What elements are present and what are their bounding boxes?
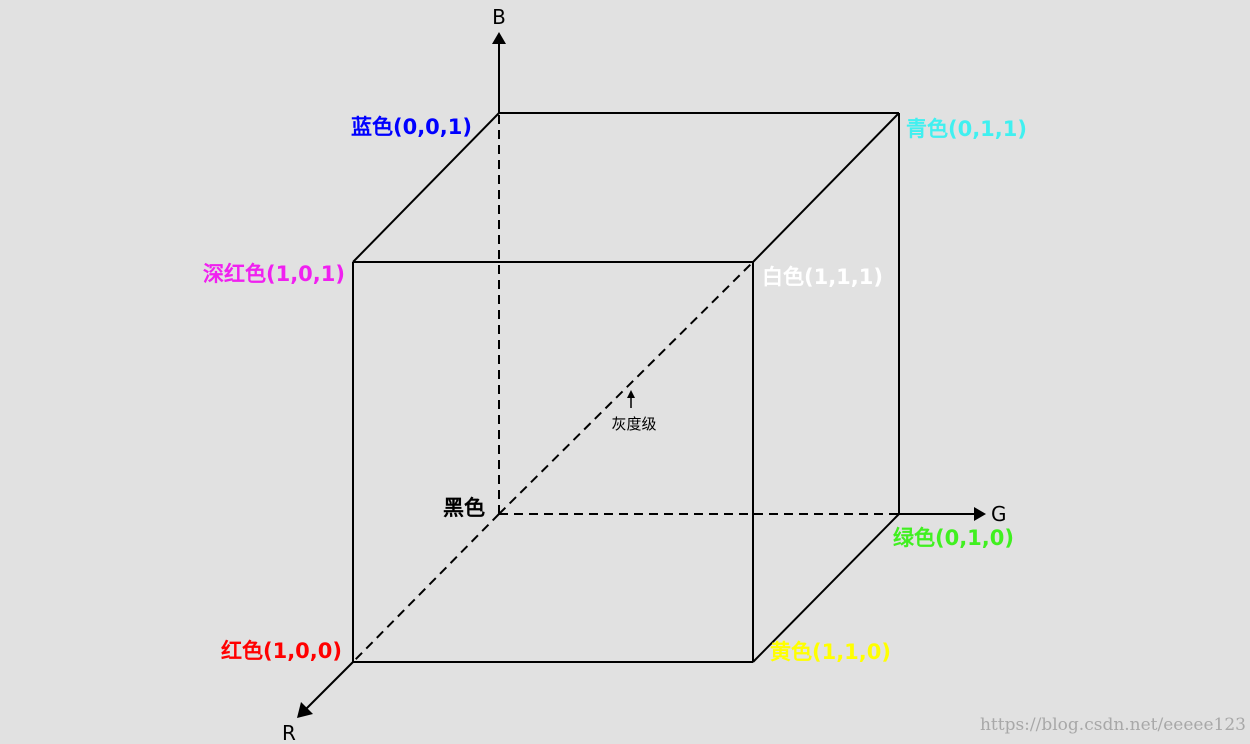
vertex-label-green: 绿色(0,1,0) — [893, 526, 1014, 550]
vertex-label-black: 黑色 — [443, 496, 485, 520]
vertex-label-white: 白色(1,1,1) — [762, 265, 883, 289]
edge-blue-magenta — [352, 112, 500, 263]
r-axis-label: R — [282, 721, 296, 744]
grayscale-diagonal — [498, 261, 754, 515]
vertex-label-yellow: 黄色(1,1,0) — [770, 640, 891, 664]
vertex-label-cyan: 青色(0,1,1) — [906, 117, 1027, 141]
vertex-label-blue: 蓝色(0,0,1) — [351, 115, 472, 139]
hidden-edges — [352, 113, 899, 663]
edge-green-yellow — [752, 513, 900, 663]
g-axis-arrow-icon — [974, 507, 986, 521]
r-axis-arrow-icon — [297, 702, 313, 718]
vertex-label-red: 红色(1,0,0) — [221, 639, 342, 663]
g-axis-label: G — [991, 502, 1007, 526]
b-axis-label: B — [492, 5, 506, 29]
edge-cyan-white — [752, 112, 900, 263]
r-axis-line — [304, 661, 354, 711]
edge-black-red — [352, 513, 500, 663]
vertex-label-magenta: 深红色(1,0,1) — [203, 262, 345, 286]
grayscale-label: 灰度级 — [611, 415, 656, 433]
visible-edges — [352, 112, 900, 663]
watermark: https://blog.csdn.net/eeeee123 — [980, 715, 1246, 735]
axes — [304, 42, 974, 711]
b-axis-arrow-icon — [492, 32, 506, 44]
grayscale-arrow-icon — [627, 390, 635, 398]
